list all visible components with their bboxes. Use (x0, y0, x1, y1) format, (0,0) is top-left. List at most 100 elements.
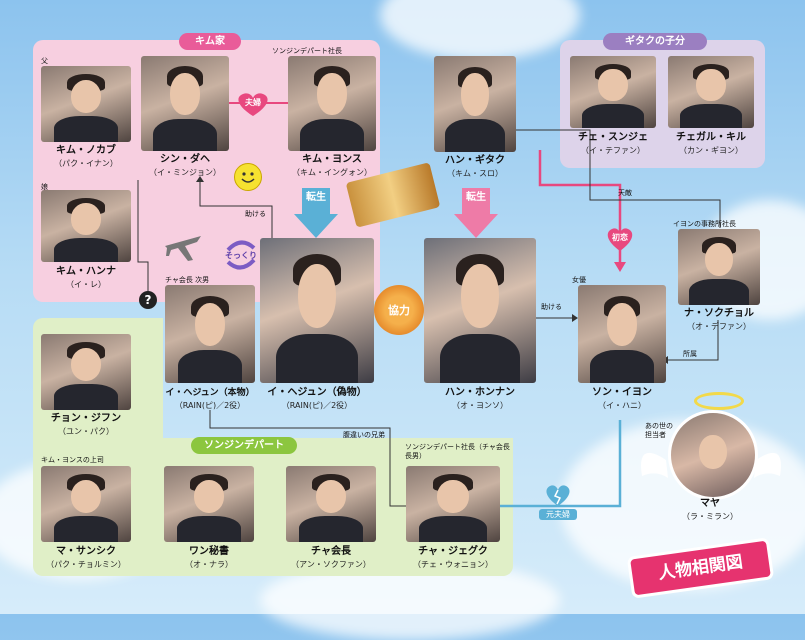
photo-kim-nokab (41, 66, 131, 142)
label-cha-president-eldest: ソンジンデパート社長（チャ会長 長男） (405, 443, 510, 460)
actor-jon-jifun: （ユン・パク） (58, 427, 114, 436)
name-kim-yonsu: キム・ヨンス (302, 154, 362, 165)
photo-cha-jeguk (406, 466, 500, 542)
name-maya: マヤ (700, 498, 720, 509)
cooperate-emblem: 協力 (374, 285, 424, 335)
actor-maya: （ラ・ミラン） (682, 512, 738, 521)
name-lee-hejun-real: イ・ヘジュン（本物） (165, 388, 255, 398)
label-cha-second-son: チャ会長 次男 (165, 276, 210, 284)
actor-na-sokcheol: （オ・デファン） (687, 322, 751, 331)
angel-wings (641, 452, 781, 478)
actor-lee-hejun-fake: （RAIN(ピ)／2役） (281, 401, 353, 410)
actor-chegal-kil: （カン・ギヨン） (679, 146, 743, 155)
label-afterlife-guide: あの世の担当者 (645, 422, 673, 439)
gitak-henchmen-tab: ギタクの子分 (603, 33, 707, 50)
name-cha-jeguk: チャ・ジェグク (418, 546, 488, 557)
name-lee-hejun-fake: イ・ヘジュン（偽物） (267, 387, 367, 398)
label-father: 父 (41, 57, 48, 65)
heart-icon (607, 228, 633, 251)
couple-label: 夫婦 (245, 98, 261, 107)
photo-chegal-kil (668, 56, 754, 128)
actor-wan: （オ・ナラ） (185, 560, 233, 569)
ex-couple-marker: 元夫婦 (539, 483, 577, 523)
airplane-icon (165, 236, 201, 261)
name-jon-jifun: チョン・ジフン (50, 413, 122, 424)
line-affiliation (668, 320, 719, 361)
label-help-1: 助ける (245, 210, 266, 218)
label-daughter: 娘 (41, 183, 48, 191)
label-enemy: 天敵 (618, 189, 632, 197)
broken-heart-icon (546, 485, 570, 506)
name-son-iyon: ソン・イヨン (592, 387, 652, 398)
line-half-brother (209, 410, 406, 507)
reborn-arrow-1 (294, 188, 338, 238)
photo-han-gitak (434, 56, 516, 152)
photo-maya (668, 410, 758, 500)
reborn-label-1: 転生 (306, 192, 326, 203)
actor-kim-yonsu: （キム・イングォン） (292, 168, 372, 177)
actor-lee-hejun-real: （RAIN(ピ)／2役） (174, 401, 246, 410)
sonjin-tab: ソンジンデパート (191, 437, 297, 454)
photo-che-sunje (570, 56, 656, 128)
line-ex-couple (500, 420, 622, 508)
name-ma-sanshik: マ・サンシク (56, 546, 116, 557)
lookalike-marker: そっくり (222, 238, 260, 272)
name-che-sunje: チェ・スンジェ (578, 132, 648, 143)
halo-icon (694, 392, 744, 410)
reborn-label-2: 転生 (466, 192, 486, 203)
name-wan: ワン秘書 (189, 546, 229, 557)
actor-cha-jeguk: （チェ・ウォニョン） (413, 560, 493, 569)
photo-kim-hanna (41, 190, 131, 262)
arrow-head (614, 262, 626, 272)
heart-icon (238, 93, 268, 116)
line-enemy (515, 129, 721, 228)
line-first-love (538, 150, 622, 268)
lookalike-label: そっくり (225, 251, 257, 260)
line-help-1 (199, 180, 273, 238)
name-shin-dahe: シン・ダヘ (160, 154, 210, 165)
actor-han-honnan: （オ・ヨンソ） (452, 401, 508, 410)
actor-son-iyon: （イ・ハニ） (598, 401, 646, 410)
photo-lee-hejun-real (165, 285, 255, 383)
photo-shin-dahe (141, 56, 229, 151)
photo-lee-hejun-fake (260, 238, 374, 383)
question-badge: ? (139, 291, 157, 309)
name-han-gitak: ハン・ギタク (445, 155, 505, 166)
photo-han-honnan (424, 238, 536, 383)
label-actress: 女優 (572, 276, 586, 284)
photo-jon-jifun (41, 334, 131, 410)
actor-kim-hanna: （イ・レ） (66, 280, 106, 289)
label-half-brother: 腹違いの兄弟 (343, 431, 385, 439)
arrow-head (196, 176, 204, 182)
label-help-2: 助ける (541, 303, 562, 311)
name-na-sokcheol: ナ・ソクチョル (684, 308, 754, 319)
photo-son-iyon (578, 285, 666, 383)
actor-han-gitak: （キム・スロ） (447, 169, 503, 178)
actor-cha-chairman: （アン・ソクファン） (291, 560, 371, 569)
smiley-icon (234, 163, 262, 191)
photo-ma-sanshik (41, 466, 131, 542)
name-kim-nokab: キム・ノカブ (56, 145, 116, 156)
arrow-head (572, 314, 578, 322)
photo-wan (164, 466, 254, 542)
label-sonjin-president: ソンジンデパート社長 (272, 47, 342, 55)
reborn-arrow-2 (454, 188, 498, 238)
photo-cha-chairman (286, 466, 376, 542)
name-cha-chairman: チャ会長 (311, 546, 351, 557)
cooperate-label: 協力 (388, 304, 410, 317)
kim-family-tab: キム家 (179, 33, 241, 50)
first-love-heart: 初恋 (604, 226, 636, 252)
swap-arrows-icon (226, 240, 256, 270)
couple-heart: 夫婦 (233, 91, 273, 117)
label-agency-president: イヨンの事務所社長 (673, 220, 736, 228)
photo-kim-yonsu (288, 56, 376, 151)
photo-na-sokcheol (678, 229, 760, 305)
ex-couple-label: 元夫婦 (539, 509, 577, 520)
name-han-honnan: ハン・ホンナン (445, 387, 515, 398)
label-kim-boss: キム・ヨンスの上司 (41, 456, 104, 464)
name-chegal-kil: チェガル・キル (676, 132, 746, 143)
label-affiliation: 所属 (683, 350, 697, 358)
first-love-label: 初恋 (612, 233, 628, 242)
actor-kim-nokab: （パク・イナン） (54, 159, 118, 168)
actor-che-sunje: （イ・テファン） (581, 146, 645, 155)
